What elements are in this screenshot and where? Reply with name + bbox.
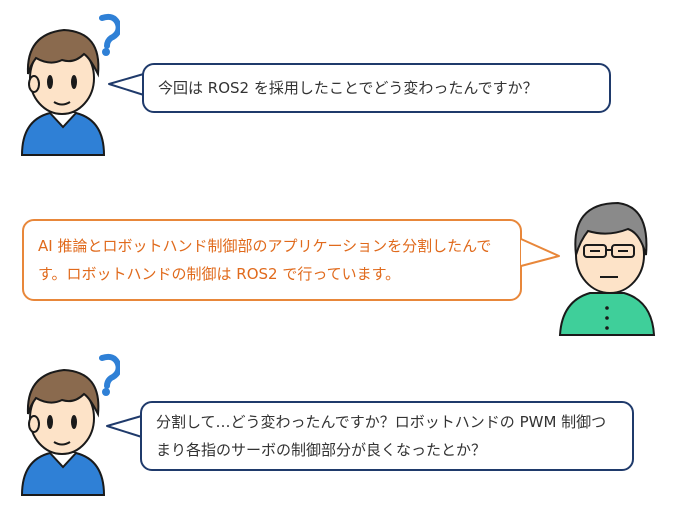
question-mark-icon <box>99 13 120 56</box>
engineer-avatar <box>558 201 656 336</box>
speech-tail-1 <box>108 72 148 97</box>
speech-tail-3 <box>106 414 146 439</box>
speech-tail-2 <box>520 238 560 267</box>
interviewer-avatar-1 <box>20 13 120 156</box>
question-mark-icon <box>99 353 120 396</box>
speech-bubble-3: 分割して…どう変わったんですか？ロボットハンドの PWM 制御つまり各指のサーボ… <box>140 401 634 471</box>
speech-bubble-1: 今回は ROS2 を採用したことでどう変わったんですか？ <box>142 63 611 113</box>
speech-text-1: 今回は ROS2 を採用したことでどう変わったんですか？ <box>158 79 538 97</box>
speech-bubble-2: AI 推論とロボットハンド制御部のアプリケーションを分割したんです。ロボットハン… <box>22 219 522 301</box>
speech-text-2: AI 推論とロボットハンド制御部のアプリケーションを分割したんです。ロボットハン… <box>38 237 492 283</box>
interviewer-avatar-2 <box>20 353 120 496</box>
speech-text-3: 分割して…どう変わったんですか？ロボットハンドの PWM 制御つまり各指のサーボ… <box>156 413 607 459</box>
